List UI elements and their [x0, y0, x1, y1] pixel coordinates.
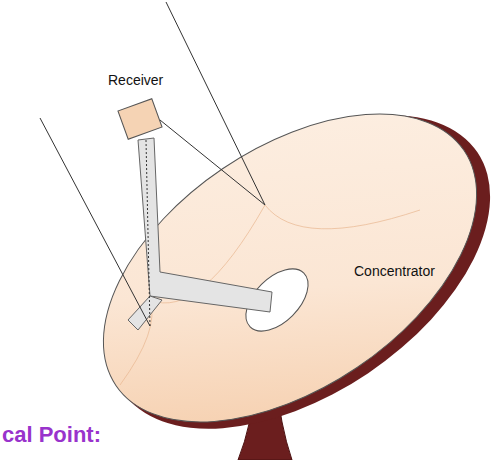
support-strut [128, 296, 162, 330]
incoming-ray [40, 118, 150, 326]
reflected-ray [146, 140, 150, 326]
part-label: Concentrator [354, 263, 435, 279]
concentrator-dish [49, 51, 493, 460]
reflected-ray [160, 120, 265, 205]
support-arm [138, 138, 272, 312]
part-label: Receiver [108, 72, 163, 88]
receiver-box [118, 99, 162, 140]
incoming-ray [166, 2, 265, 205]
heading-fragment: cal Point: [2, 422, 101, 448]
